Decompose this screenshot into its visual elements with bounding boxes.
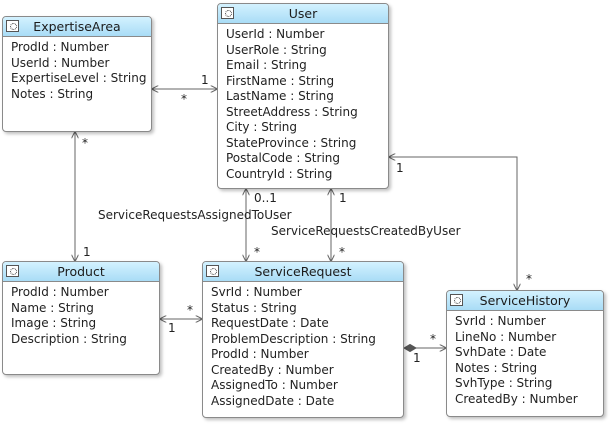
attribute: AssignedDate : Date <box>211 393 335 408</box>
multiplicity-label: * <box>339 245 345 259</box>
attribute: PostalCode : String <box>226 151 340 165</box>
entity-header: ServiceRequest <box>203 262 403 282</box>
attribute: SvrId : Number <box>211 285 302 299</box>
attribute: AssignedTo : Number <box>211 378 338 392</box>
attribute: Image : String <box>11 316 97 330</box>
entity-header: ServiceHistory <box>447 291 603 311</box>
multiplicity-label: 1 <box>83 245 91 259</box>
multiplicity-label: * <box>187 303 193 317</box>
entity-icon <box>6 20 19 32</box>
attribute: StreetAddress : String <box>226 104 358 119</box>
attribute: SvrId : Number <box>455 314 546 328</box>
multiplicity-label: 0..1 <box>254 191 277 205</box>
multiplicity-label: 1 <box>396 161 404 175</box>
attribute: UserId : Number <box>226 27 325 41</box>
attribute: CreatedBy : Number <box>211 362 334 377</box>
attribute: Notes : String <box>11 86 94 101</box>
entity-icon <box>6 265 19 277</box>
entity-icon <box>221 7 234 19</box>
attribute: ProdId : Number <box>11 40 109 54</box>
multiplicity-label: 1 <box>168 321 176 335</box>
attribute: SvhDate : Date <box>455 345 547 359</box>
entity-product[interactable]: Product ProdId : Number Name : String Im… <box>2 261 160 375</box>
entity-title: ServiceRequest <box>254 264 352 279</box>
entity-header: User <box>218 4 388 24</box>
entity-service-history[interactable]: ServiceHistory SvrId : Number LineNo : N… <box>446 290 604 417</box>
entity-icon <box>450 294 463 306</box>
attribute: ProdId : Number <box>11 285 109 299</box>
multiplicity-label: 1 <box>413 351 421 365</box>
attribute: SvhType : String <box>455 376 553 390</box>
entity-icon <box>206 265 219 277</box>
attribute: CountryId : String <box>226 166 333 181</box>
relationship-label-assigned: ServiceRequestsAssignedToUser <box>98 208 292 222</box>
entity-title: User <box>288 6 318 21</box>
attribute: CreatedBy : Number <box>455 391 578 406</box>
entity-header: Product <box>3 262 159 282</box>
multiplicity-label: 1 <box>339 191 347 205</box>
attribute: LastName : String <box>226 89 334 103</box>
attribute: Status : String <box>211 300 297 315</box>
entity-user[interactable]: User UserId : Number UserRole : String E… <box>217 3 389 189</box>
multiplicity-label: * <box>82 136 88 150</box>
attribute: ProblemDescription : String <box>211 331 376 346</box>
entity-service-request[interactable]: ServiceRequest SvrId : Number Status : S… <box>202 261 404 418</box>
attribute: FirstName : String <box>226 73 335 88</box>
multiplicity-label: * <box>181 92 187 106</box>
attribute: Email : String <box>226 58 307 72</box>
multiplicity-label: 1 <box>201 73 209 87</box>
entity-title: ExpertiseArea <box>33 19 121 34</box>
attribute: Notes : String <box>455 360 538 375</box>
attribute: Description : String <box>11 331 127 346</box>
multiplicity-label: * <box>526 272 532 286</box>
attribute: ExpertiseLevel : String <box>11 71 147 85</box>
attribute: UserId : Number <box>11 55 110 70</box>
multiplicity-label: * <box>430 332 436 346</box>
attribute: LineNo : Number <box>455 329 557 344</box>
link-user-history <box>389 157 517 290</box>
attribute: ProdId : Number <box>211 347 309 361</box>
entity-header: ExpertiseArea <box>3 17 151 37</box>
attribute: StateProvince : String <box>226 135 357 150</box>
entity-title: ServiceHistory <box>479 293 571 308</box>
entity-title: Product <box>57 264 105 279</box>
attribute: Name : String <box>11 300 94 315</box>
attribute: RequestDate : Date <box>211 316 329 330</box>
entity-expertise-area[interactable]: ExpertiseArea ProdId : Number UserId : N… <box>2 16 152 132</box>
attribute: City : String <box>226 120 298 134</box>
attribute: UserRole : String <box>226 42 327 57</box>
multiplicity-label: * <box>254 245 260 259</box>
composition-diamond <box>403 343 417 353</box>
relationship-label-created: ServiceRequestsCreatedByUser <box>271 224 461 238</box>
